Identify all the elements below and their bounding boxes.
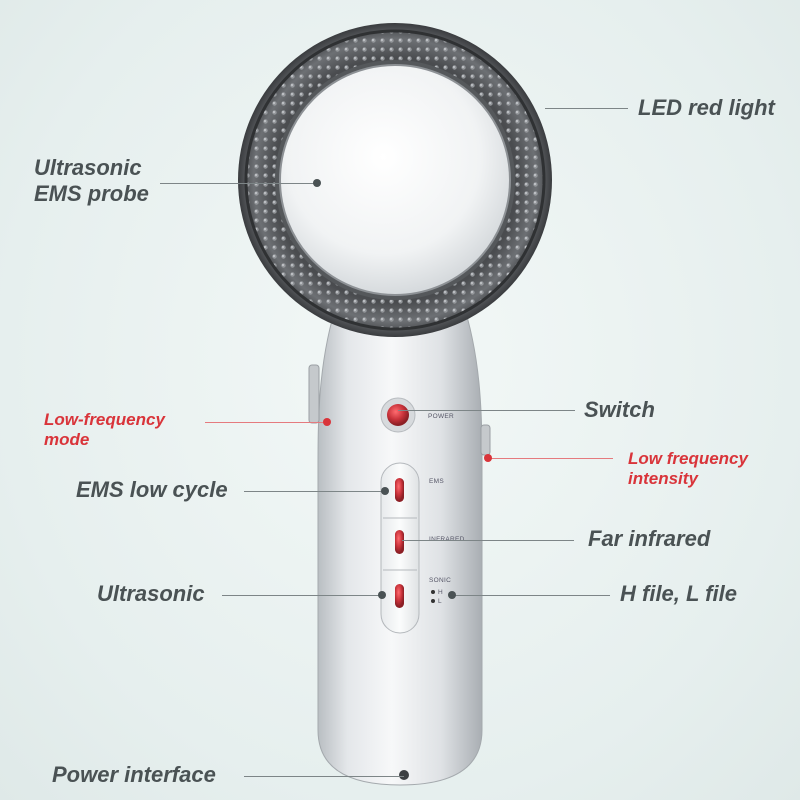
ems-button — [395, 478, 404, 502]
label-low-frequency-intensity: Low frequency intensity — [628, 449, 748, 490]
label-low-frequency-intensity-line1: Low frequency — [628, 449, 748, 468]
probe-connector — [160, 183, 317, 184]
led-connector — [545, 108, 628, 109]
infrared-text: INFRARED — [429, 536, 465, 543]
label-ems-low-cycle: EMS low cycle — [76, 477, 228, 502]
ultrasonic-button — [395, 584, 404, 608]
label-probe-line1: Ultrasonic — [34, 155, 142, 180]
l-text: L — [438, 598, 442, 605]
hl-dot — [448, 591, 456, 599]
label-probe: Ultrasonic EMS probe — [34, 155, 149, 208]
power-port — [399, 770, 409, 780]
intensity-connector — [488, 458, 613, 459]
low-frequency-mode-slider — [308, 364, 320, 424]
ultrasonic-dot — [378, 591, 386, 599]
low-freq-mode-dot — [323, 418, 331, 426]
low-freq-mode-connector — [205, 422, 327, 423]
label-low-frequency-mode-line2: mode — [44, 430, 90, 450]
intensity-knob — [480, 424, 491, 456]
ems-connector — [244, 491, 385, 492]
label-h-l-file: H file, L file — [620, 581, 737, 606]
label-ultrasonic: Ultrasonic — [97, 581, 205, 606]
power-text: POWER — [428, 413, 454, 420]
power-interface-connector — [244, 776, 404, 777]
intensity-dot — [484, 454, 492, 462]
h-text: H — [438, 589, 443, 596]
label-probe-line2: EMS probe — [34, 181, 149, 207]
label-switch: Switch — [584, 397, 655, 422]
label-power-interface: Power interface — [52, 762, 216, 787]
infrared-connector — [402, 540, 574, 541]
probe-dot — [313, 179, 321, 187]
label-low-frequency-intensity-line2: intensity — [628, 469, 698, 489]
ems-dot — [381, 487, 389, 495]
switch-connector — [398, 410, 575, 411]
hl-connector — [452, 595, 610, 596]
power-button — [387, 404, 409, 426]
label-led-red-light: LED red light — [638, 95, 775, 120]
ems-text: EMS — [429, 478, 444, 485]
label-low-frequency-mode: Low-frequency mode — [44, 410, 165, 451]
ultrasonic-connector — [222, 595, 382, 596]
label-far-infrared: Far infrared — [588, 526, 711, 551]
infrared-button — [395, 530, 404, 554]
probe-lens — [279, 64, 511, 296]
sonic-text: SONIC — [429, 577, 451, 584]
label-low-frequency-mode-line1: Low-frequency — [44, 410, 165, 429]
